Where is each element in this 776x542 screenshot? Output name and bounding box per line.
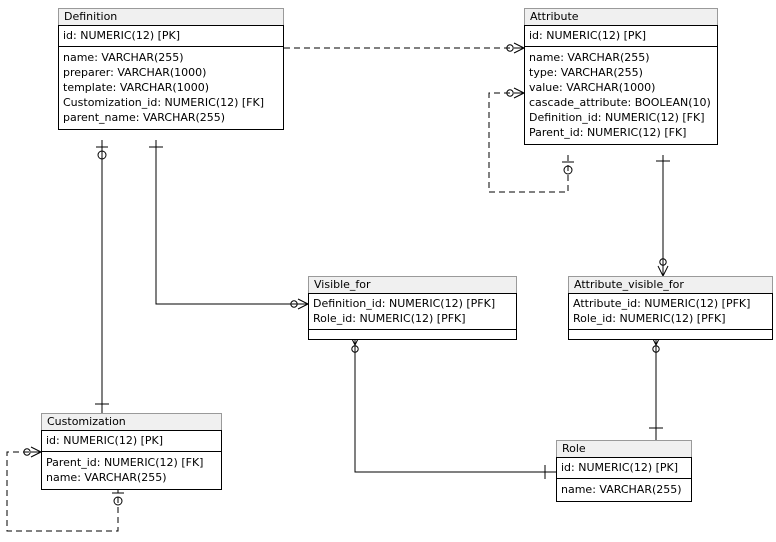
field-row: cascade_attribute: BOOLEAN(10): [529, 96, 711, 109]
field-row: Attribute_id: NUMERIC(12) [PFK]: [573, 297, 751, 310]
field-row: Definition_id: NUMERIC(12) [FK]: [529, 111, 705, 124]
entity-role[interactable]: Role id: NUMERIC(12) [PK] name: VARCHAR(…: [556, 440, 692, 502]
entity-body: Definition_id: NUMERIC(12) [PFK] Role_id…: [308, 293, 517, 340]
field-row: id: NUMERIC(12) [PK]: [63, 29, 181, 42]
pk-compartment: Attribute_id: NUMERIC(12) [PFK] Role_id:…: [569, 294, 772, 330]
attribute-compartment: name: VARCHAR(255) type: VARCHAR(255) va…: [525, 47, 717, 144]
entity-definition[interactable]: Definition id: NUMERIC(12) [PK] name: VA…: [58, 8, 284, 130]
field-row: Role_id: NUMERIC(12) [PFK]: [313, 312, 466, 325]
relationship-visiblefor-role: [349, 334, 556, 479]
field-row: id: NUMERIC(12) [PK]: [561, 461, 679, 474]
field-row: Customization_id: NUMERIC(12) [FK]: [63, 96, 265, 109]
pk-compartment: id: NUMERIC(12) [PK]: [59, 26, 283, 47]
field-row: parent_name: VARCHAR(255): [63, 111, 226, 124]
field-row: Parent_id: NUMERIC(12) [FK]: [46, 456, 204, 469]
field-row: id: NUMERIC(12) [PK]: [529, 29, 647, 42]
field-row: name: VARCHAR(255): [46, 471, 167, 484]
entity-title: Customization: [41, 413, 222, 430]
entity-body: id: NUMERIC(12) [PK] Parent_id: NUMERIC(…: [41, 430, 222, 490]
relationship-definition-visiblefor: [149, 140, 309, 310]
entity-body: id: NUMERIC(12) [PK] name: VARCHAR(255) …: [524, 25, 718, 145]
entity-body: id: NUMERIC(12) [PK] name: VARCHAR(255) …: [58, 25, 284, 130]
entity-title: Role: [556, 440, 692, 457]
relationship-definition-attribute: [284, 42, 525, 54]
field-row: Parent_id: NUMERIC(12) [FK]: [529, 126, 687, 139]
entity-title: Definition: [58, 8, 284, 25]
entity-visible-for[interactable]: Visible_for Definition_id: NUMERIC(12) […: [308, 276, 517, 340]
field-row: type: VARCHAR(255): [529, 66, 643, 79]
field-row: name: VARCHAR(255): [529, 51, 650, 64]
relationship-attribute-attributevisiblefor: [656, 155, 670, 277]
entity-attribute[interactable]: Attribute id: NUMERIC(12) [PK] name: VAR…: [524, 8, 718, 145]
entity-body: id: NUMERIC(12) [PK] name: VARCHAR(255): [556, 457, 692, 502]
attribute-compartment: name: VARCHAR(255): [557, 479, 691, 501]
field-row: template: VARCHAR(1000): [63, 81, 209, 94]
entity-customization[interactable]: Customization id: NUMERIC(12) [PK] Paren…: [41, 413, 222, 490]
entity-title: Attribute: [524, 8, 718, 25]
field-row: preparer: VARCHAR(1000): [63, 66, 207, 79]
pk-compartment: id: NUMERIC(12) [PK]: [525, 26, 717, 47]
attribute-compartment: [569, 330, 772, 339]
pk-compartment: Definition_id: NUMERIC(12) [PFK] Role_id…: [309, 294, 516, 330]
field-row: Role_id: NUMERIC(12) [PFK]: [573, 312, 726, 325]
field-row: name: VARCHAR(255): [561, 483, 682, 496]
pk-compartment: id: NUMERIC(12) [PK]: [42, 431, 221, 452]
entity-body: Attribute_id: NUMERIC(12) [PFK] Role_id:…: [568, 293, 773, 340]
field-row: value: VARCHAR(1000): [529, 81, 656, 94]
attribute-compartment: Parent_id: NUMERIC(12) [FK] name: VARCHA…: [42, 452, 221, 489]
relationship-attributevisiblefor-role: [649, 334, 663, 440]
pk-compartment: id: NUMERIC(12) [PK]: [557, 458, 691, 479]
relationship-definition-customization: [95, 140, 109, 413]
entity-title: Attribute_visible_for: [568, 276, 773, 293]
field-row: name: VARCHAR(255): [63, 51, 184, 64]
field-row: Definition_id: NUMERIC(12) [PFK]: [313, 297, 496, 310]
entity-attribute-visible-for[interactable]: Attribute_visible_for Attribute_id: NUME…: [568, 276, 773, 340]
attribute-compartment: [309, 330, 516, 339]
entity-title: Visible_for: [308, 276, 517, 293]
attribute-compartment: name: VARCHAR(255) preparer: VARCHAR(100…: [59, 47, 283, 129]
field-row: id: NUMERIC(12) [PK]: [46, 434, 164, 447]
